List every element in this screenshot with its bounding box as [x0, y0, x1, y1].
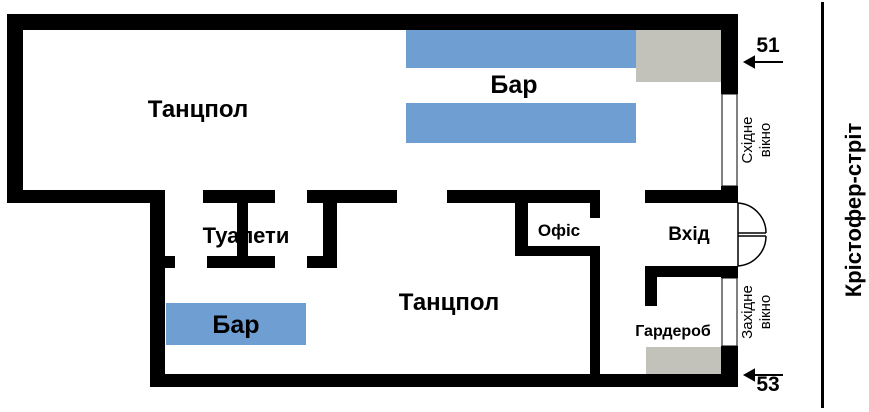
west-window-label-line2: вікно: [757, 295, 774, 330]
house-number-top: 51: [756, 34, 780, 57]
bar-counter-top: [406, 30, 636, 68]
west-window: [721, 277, 738, 347]
bar-counter-lower: [166, 303, 306, 345]
bar-main-label: Бар: [490, 71, 537, 99]
storage-block-top: [636, 30, 721, 82]
toilets-label: Туалети: [203, 223, 290, 248]
east-window: [721, 93, 738, 187]
cloakroom-label: Гардероб: [635, 323, 711, 340]
dance-floor-top-label: Танцпол: [148, 96, 248, 123]
office-label: Офіс: [538, 221, 580, 240]
bar-lower-label: Бар: [212, 311, 259, 339]
house-number-bottom: 53: [756, 373, 779, 396]
street-line: [821, 2, 824, 408]
dance-floor-bottom-label: Танцпол: [399, 289, 499, 316]
street-label: Крістофер-стріт: [841, 123, 866, 298]
arrow-icon-bottom: [742, 368, 783, 382]
storage-block-bottom: [646, 347, 721, 374]
entrance-label: Вхід: [668, 224, 709, 245]
walls: [7, 14, 738, 387]
bar-counter-bottom: [406, 103, 636, 143]
east-window-label-line1: Східне: [739, 116, 756, 163]
east-window-label-line2: вікно: [757, 123, 774, 158]
arrow-icon-top: [742, 55, 783, 69]
entrance-door: [737, 202, 767, 267]
west-window-label-line1: Західне: [739, 285, 756, 339]
